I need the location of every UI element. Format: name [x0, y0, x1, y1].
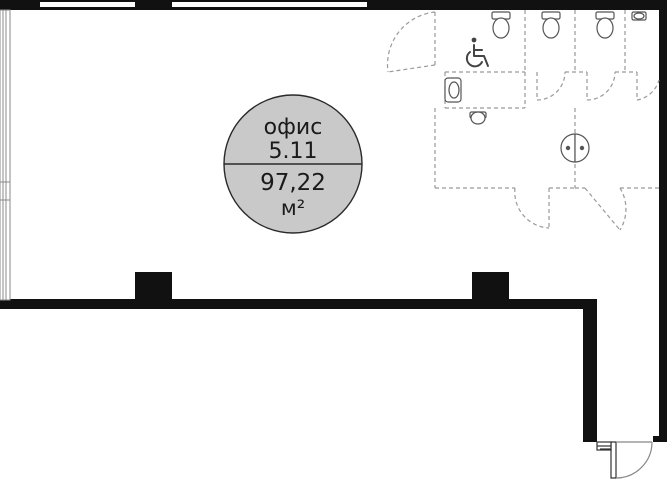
toilet-icon: [491, 11, 511, 39]
wall-right-lower: [659, 185, 667, 441]
walls: [0, 0, 667, 442]
fixtures: [444, 11, 647, 163]
sink-icon: [560, 133, 576, 163]
toilet-icon: [595, 11, 615, 39]
room-number: 5.11: [269, 139, 318, 164]
room-name: офис: [264, 115, 323, 140]
room-area-unit: м²: [281, 196, 305, 220]
room-badge: офис 5.11 97,22 м²: [223, 94, 363, 234]
top-wall-window-breaks: [40, 2, 367, 7]
wall-corridor-stub-left: [583, 436, 597, 442]
wall-right-upper: [659, 0, 667, 185]
wall-corridor-stub-right: [653, 436, 667, 442]
column-right: [472, 272, 509, 309]
wall-corridor-left: [583, 299, 597, 441]
left-window: [0, 9, 11, 301]
toilet-icon: [631, 11, 647, 21]
entrance-door: [596, 441, 653, 479]
room-area-value: 97,22: [260, 170, 326, 196]
wheelchair-icon: [465, 37, 489, 68]
restroom-partitions: [386, 10, 660, 231]
sink-icon: [444, 77, 462, 103]
toilet-icon: [469, 111, 487, 125]
column-left: [135, 272, 172, 309]
toilet-icon: [541, 11, 561, 39]
wall-bottom: [0, 299, 597, 309]
sink-icon: [574, 133, 590, 163]
